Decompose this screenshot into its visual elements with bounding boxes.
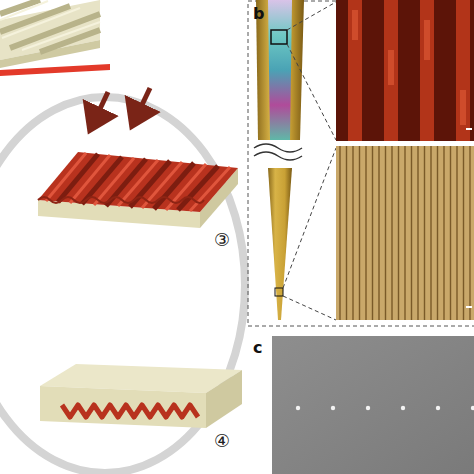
panel-letter: b: [253, 6, 264, 22]
callout-number: ③: [214, 231, 230, 249]
panel-letter: c: [253, 340, 262, 356]
callout-number: ④: [214, 432, 230, 450]
